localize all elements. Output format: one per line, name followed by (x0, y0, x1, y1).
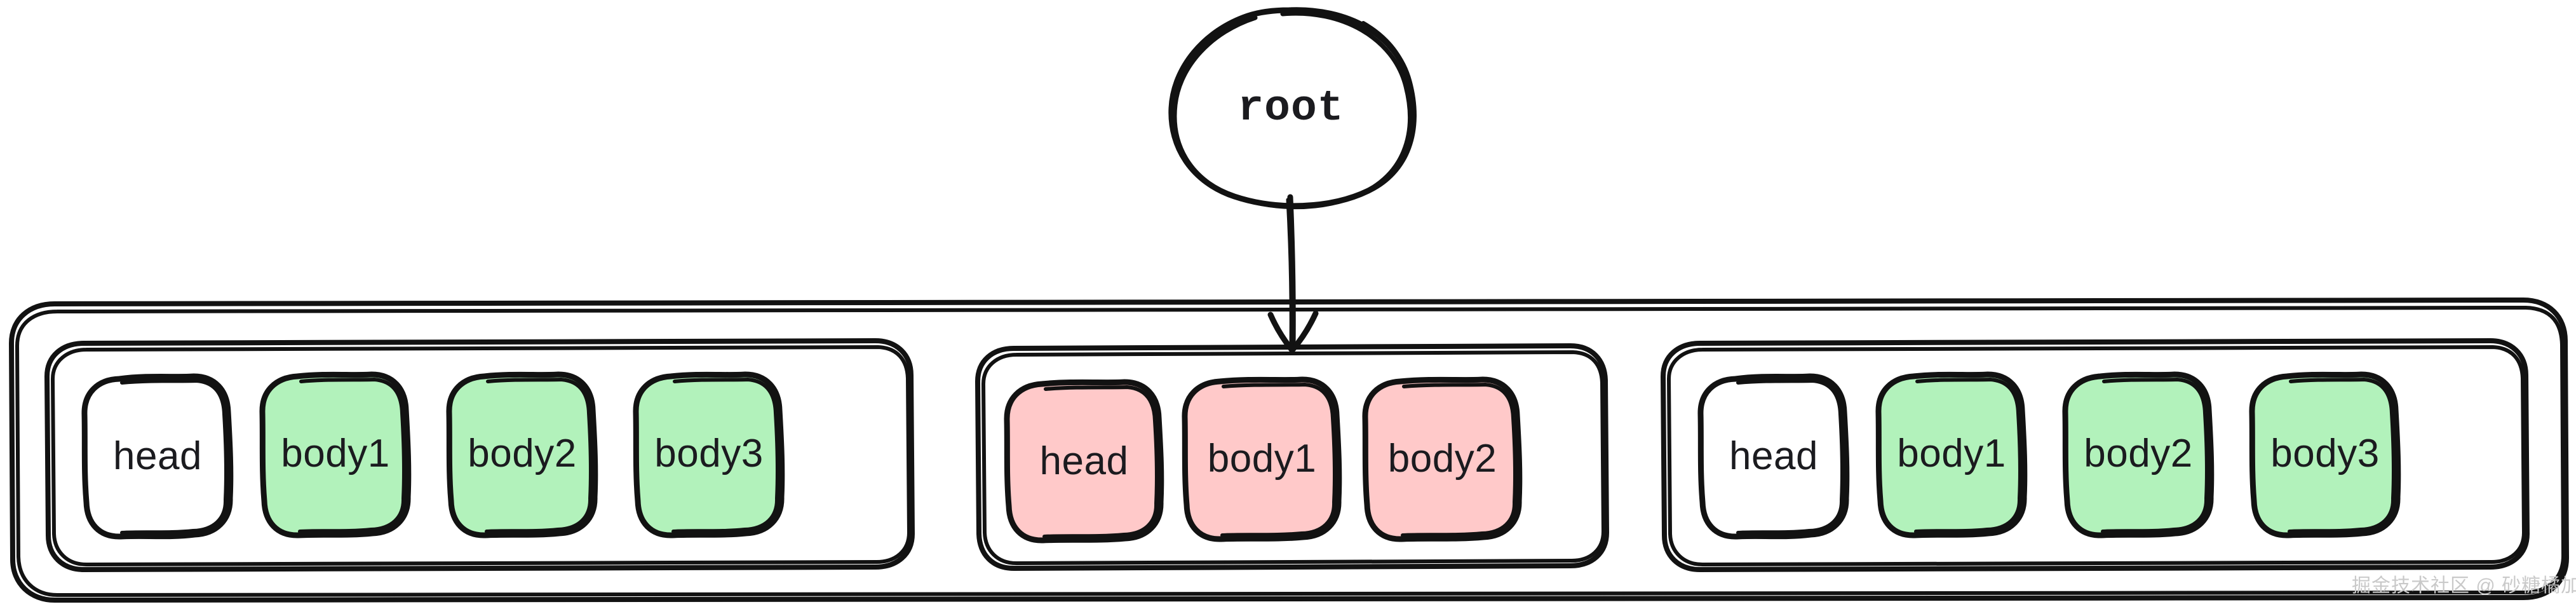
group-2-stroke-b (981, 350, 1605, 565)
group-1-box-head[interactable] (81, 373, 234, 540)
box-stroke-b (120, 379, 229, 535)
outer-container-stroke-a (9, 298, 2569, 603)
box-stroke-a (2062, 371, 2215, 538)
box-stroke-a (1362, 376, 1523, 542)
group-1-stroke-a (44, 338, 915, 572)
box-fill (1700, 376, 1847, 537)
group-1-box-body2[interactable] (446, 371, 598, 538)
box-stroke-b (1736, 379, 1845, 535)
box-stroke-b (485, 378, 593, 533)
root-ellipse-flourish (1361, 21, 1405, 65)
box-fill (1006, 381, 1161, 541)
root-to-group2-arrow (1267, 194, 1319, 353)
outer-container[interactable] (9, 298, 2569, 603)
group-2-box-body2[interactable] (1362, 376, 1523, 542)
group-1-box-body3[interactable] (633, 371, 785, 538)
box-stroke-a (1875, 371, 2028, 538)
group-2-box-head[interactable] (1004, 379, 1164, 544)
group-2-box-body1[interactable] (1182, 376, 1342, 542)
box-stroke-a (633, 371, 785, 538)
arrow-shaft-shadow (1286, 198, 1293, 349)
group-1-stroke-b (51, 345, 911, 566)
box-stroke-b (2288, 378, 2396, 533)
box-stroke-a (259, 371, 412, 538)
box-stroke-a (81, 373, 234, 540)
group-3-box-body3[interactable] (2249, 371, 2401, 538)
group-3-box-body2[interactable] (2062, 371, 2215, 538)
group-3-container[interactable] (1661, 338, 2530, 572)
box-stroke-a (446, 371, 598, 538)
box-fill (84, 376, 231, 537)
box-stroke-b (2101, 378, 2209, 533)
box-fill (1365, 379, 1520, 540)
box-fill (2065, 374, 2211, 536)
group-3-stroke-b (1667, 345, 2526, 566)
box-stroke-a (1697, 373, 1850, 540)
group-2-container[interactable] (975, 343, 1609, 571)
box-fill (1184, 379, 1339, 540)
box-stroke-b (1914, 378, 2023, 533)
box-stroke-a (2249, 371, 2401, 538)
box-fill (635, 374, 782, 536)
group-1-container[interactable] (44, 338, 915, 572)
box-stroke-b (671, 378, 780, 533)
box-stroke-b (1401, 383, 1518, 537)
group-3-stroke-a (1661, 338, 2530, 572)
group-3-box-body1[interactable] (1875, 371, 2028, 538)
box-stroke-a (1182, 376, 1342, 542)
box-fill (2251, 374, 2398, 536)
root-node[interactable] (1168, 7, 1417, 210)
outer-container-stroke-b (15, 306, 2565, 597)
group-2-stroke-a (975, 343, 1609, 571)
box-fill (262, 374, 408, 536)
arrow-shaft (1287, 194, 1296, 352)
box-fill (1878, 374, 2025, 536)
group-3-box-head[interactable] (1697, 373, 1850, 540)
box-stroke-b (298, 378, 407, 533)
box-fill (448, 374, 595, 536)
group-1-box-body1[interactable] (259, 371, 412, 538)
box-stroke-b (1042, 385, 1159, 538)
root-ellipse-stroke-b (1172, 11, 1412, 210)
box-stroke-a (1004, 379, 1164, 544)
box-stroke-b (1220, 383, 1337, 537)
watermark-text: 掘金技术社区 @ 砂糖橘加盐 (2352, 575, 2576, 596)
